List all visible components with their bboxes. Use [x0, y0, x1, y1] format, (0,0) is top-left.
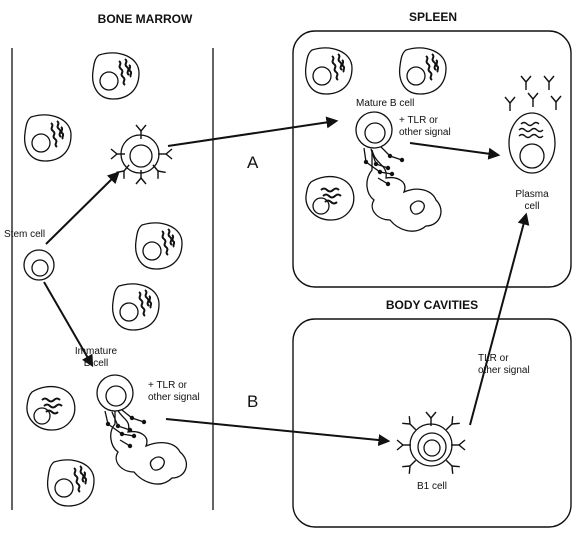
stromal-cell: [306, 48, 352, 94]
plasma-cell: [509, 113, 555, 173]
b1-cell-label: B1 cell: [417, 481, 447, 492]
bone-marrow-title: BONE MARROW: [98, 12, 193, 26]
cavity-signal-line1: TLR or: [478, 353, 509, 364]
stromal-cell: [306, 177, 354, 220]
b1-to-plasma-arrow: [470, 215, 526, 425]
plasma-cell-label-line2: cell: [524, 201, 539, 212]
spleen-signal-line2: other signal: [399, 127, 451, 138]
pathway-a-label: A: [247, 153, 259, 172]
stromal-cell: [93, 53, 139, 99]
b-cell-with-receptors: [111, 125, 172, 184]
mature-to-plasma-arrow: [410, 143, 498, 155]
plasma-cell-label-line1: Plasma: [515, 189, 549, 200]
pathway-b-label: B: [247, 392, 258, 411]
stem-cell: [24, 250, 54, 280]
body-cavities-compartment: [293, 319, 571, 527]
stromal-cell: [113, 284, 159, 330]
b1-cell: [397, 412, 465, 474]
stromal-cell: [27, 387, 75, 430]
immature-b-cell-label-line2: B cell: [84, 358, 108, 369]
stromal-cell: [25, 115, 71, 161]
spleen-signal-line1: + TLR or: [399, 115, 439, 126]
secreted-antibodies: [505, 76, 561, 111]
bone-signal-line2: other signal: [148, 392, 200, 403]
stromal-cell: [136, 223, 182, 269]
spleen-title: SPLEEN: [409, 10, 457, 24]
body-cavities-title: BODY CAVITIES: [386, 298, 478, 312]
stromal-cell: [400, 48, 446, 94]
pathway-b-arrow: [166, 419, 388, 441]
stem-cell-label: Stem cell: [4, 229, 45, 240]
stromal-cell: [48, 460, 94, 506]
bone-signal-line1: + TLR or: [148, 380, 188, 391]
mature-b-cell-label: Mature B cell: [356, 98, 414, 109]
stem-to-immature-arrow: [44, 282, 92, 365]
pathway-a-arrow: [168, 121, 336, 146]
stem-to-b-cell-arrow: [46, 173, 118, 244]
